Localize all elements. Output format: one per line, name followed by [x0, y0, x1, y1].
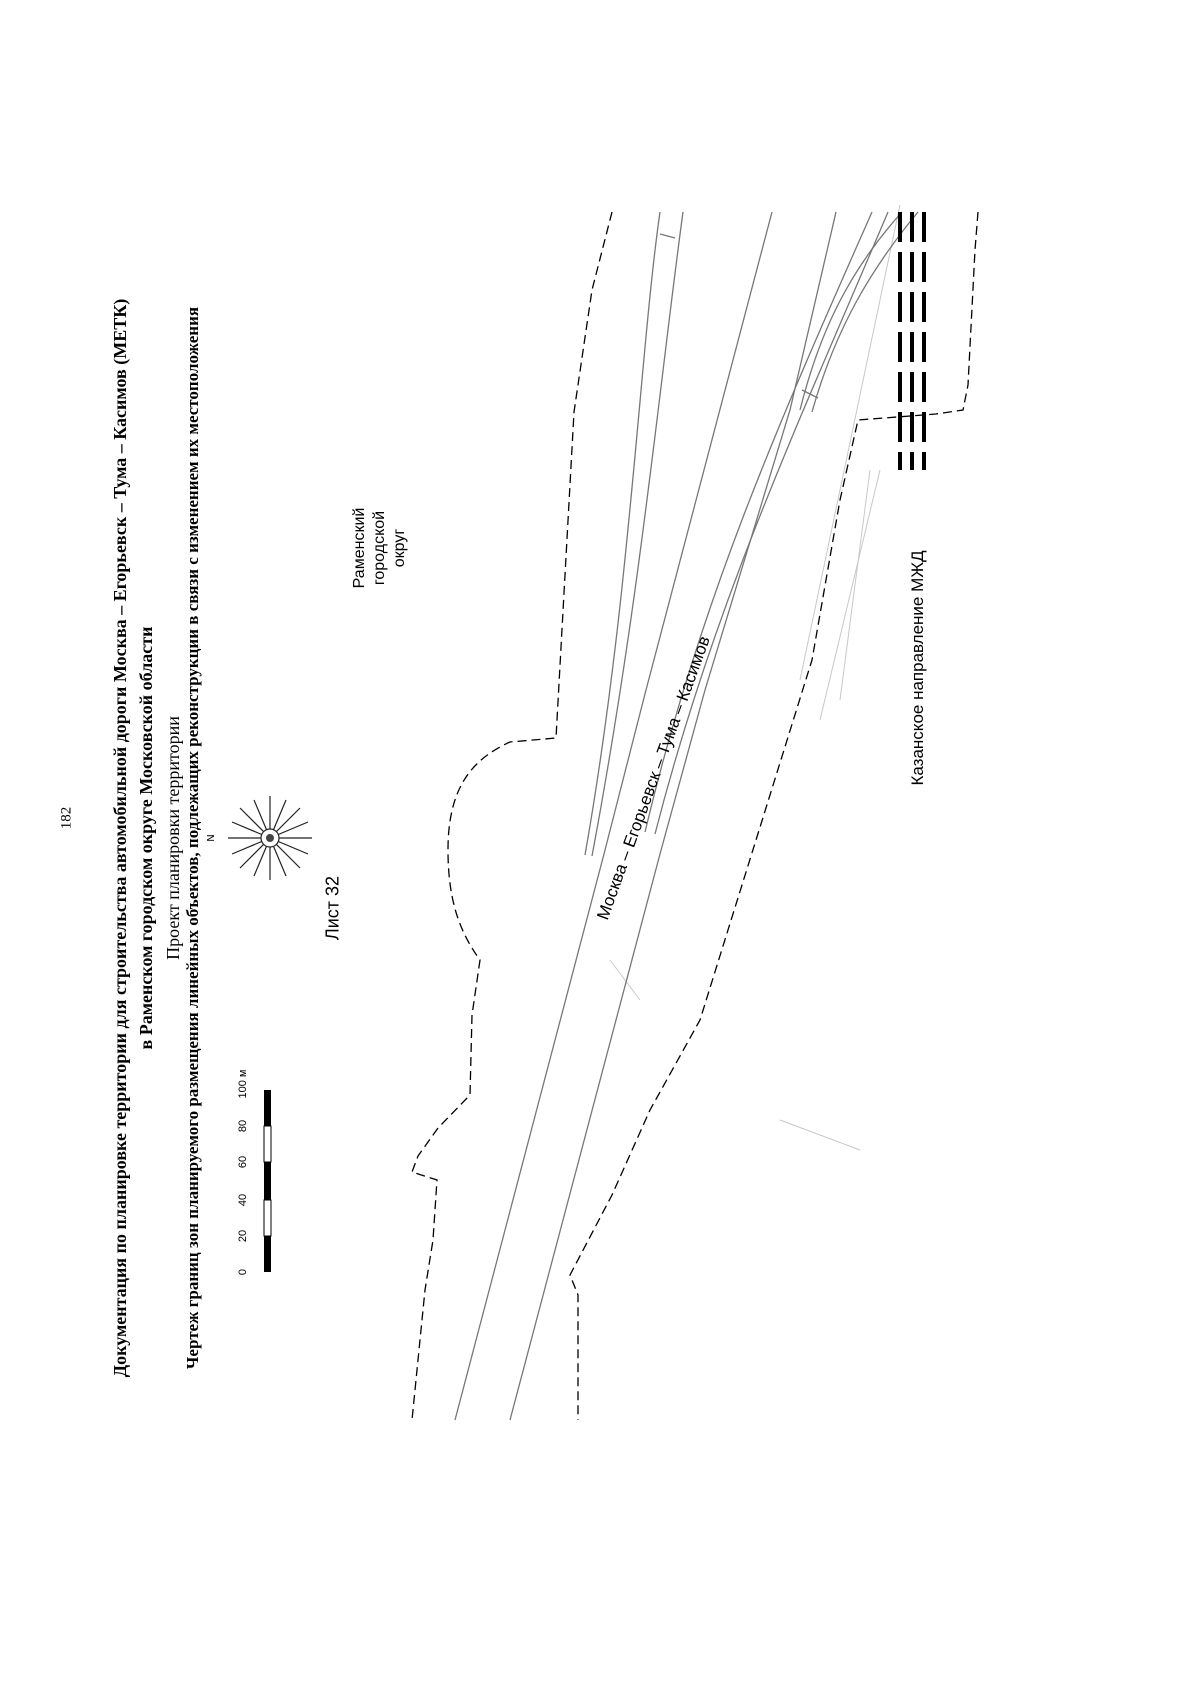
sheet-label: Лист 32 [322, 875, 343, 941]
district-label-line-3: округ [391, 528, 408, 568]
scale-bar [263, 1090, 272, 1272]
district-label: Раменский городской округ [350, 508, 410, 589]
scale-tick-100: 100 м [237, 1069, 249, 1099]
compass-north-label: N [206, 834, 217, 841]
district-label-line-2: городской [371, 510, 388, 586]
road-lines [454, 211, 919, 1421]
scale-tick-0: 0 [237, 1268, 249, 1276]
scale-tick-80: 80 [237, 1119, 249, 1133]
zone-boundary-east [569, 211, 979, 1420]
scale-tick-40: 40 [237, 1193, 249, 1207]
district-label-line-1: Раменский [351, 507, 368, 589]
railway-label: Казанское направление МЖД [908, 550, 927, 786]
scale-tick-60: 60 [237, 1155, 249, 1169]
scale-tick-20: 20 [237, 1229, 249, 1243]
zone-boundary [411, 211, 613, 1421]
compass-rose: N [206, 796, 312, 880]
background-context-lines [609, 204, 901, 1151]
railway-track [898, 212, 926, 470]
